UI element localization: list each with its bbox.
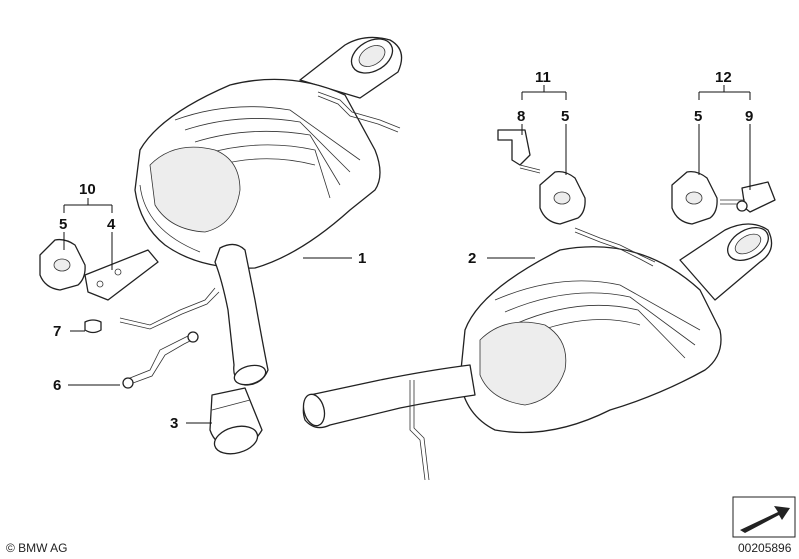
- rear-muffler-right: [302, 223, 773, 481]
- callout-lines: [63, 85, 751, 424]
- callout-3: 3: [170, 415, 178, 432]
- callout-12: 12: [715, 69, 732, 86]
- ground-strap-part-6: [122, 331, 199, 389]
- clamp-part-3: [209, 387, 263, 455]
- callout-10: 10: [79, 181, 96, 198]
- hanger-rubber-left: [39, 238, 86, 291]
- callout-2: 2: [468, 250, 476, 267]
- rear-muffler-left: [119, 36, 403, 386]
- callout-5-right: 5: [694, 108, 702, 125]
- bracket-part-9: [720, 181, 776, 213]
- callout-6: 6: [53, 377, 61, 394]
- direction-arrow-icon: [732, 496, 796, 538]
- callout-5-left: 5: [59, 216, 67, 233]
- callout-11: 11: [535, 69, 551, 86]
- copyright-text: © BMW AG: [6, 541, 68, 555]
- hanger-rubber-right-a: [539, 170, 586, 225]
- callout-7: 7: [53, 323, 61, 340]
- callout-1: 1: [358, 250, 366, 267]
- bracket-part-8: [497, 129, 541, 174]
- nut-part-7: [84, 319, 102, 334]
- hanger-rubber-right-b: [671, 170, 718, 225]
- bracket-part-4: [84, 249, 159, 301]
- callout-9: 9: [745, 108, 753, 125]
- drawing-number: 00205896: [738, 541, 792, 555]
- callout-5-mid: 5: [561, 108, 569, 125]
- callout-4: 4: [107, 216, 116, 233]
- callout-8: 8: [517, 108, 525, 125]
